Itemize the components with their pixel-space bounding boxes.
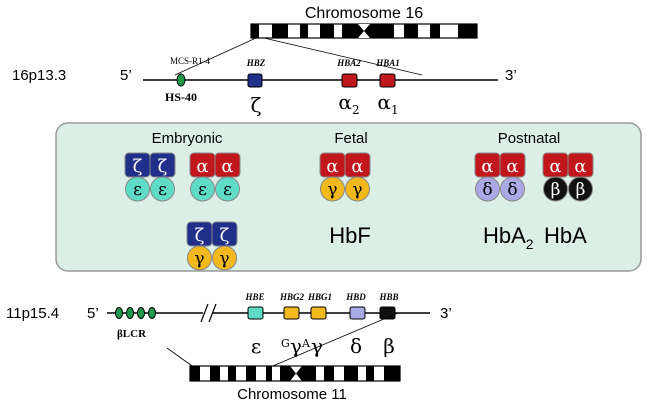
hemoglobin-hba-chains: α α β β xyxy=(542,152,594,202)
svg-text:δ: δ xyxy=(482,180,492,200)
svg-text:ε: ε xyxy=(133,180,142,200)
svg-text:α: α xyxy=(481,156,493,177)
chromosome-11-ideogram xyxy=(189,365,401,382)
delta-glyph: δ xyxy=(350,334,362,358)
hs40-element xyxy=(176,73,186,87)
stage-fetal: Fetal xyxy=(334,130,367,147)
g-gamma-glyph: γ xyxy=(290,334,302,358)
a-gamma-superscript: A xyxy=(301,337,311,350)
gene-label-hba2: HBA2 xyxy=(336,58,361,68)
gene-label-hbg1: HBG1 xyxy=(307,292,332,302)
svg-text:δ: δ xyxy=(507,180,517,200)
band-11p15-4: 11p15.4 xyxy=(6,305,59,322)
stage-embryonic: Embryonic xyxy=(152,130,223,147)
zoom-line-right xyxy=(263,37,423,76)
gene-hbe xyxy=(247,306,264,320)
hemoglobin-gower1: ζ ζ ε ε xyxy=(124,152,176,202)
gene-hbg1 xyxy=(310,306,327,320)
svg-text:ζ: ζ xyxy=(158,156,168,177)
a-gamma-glyph: γ xyxy=(311,334,323,358)
gene-label-hbb: HBB xyxy=(378,292,398,302)
hemoglobin-hba2-chains: α α δ δ xyxy=(474,152,526,202)
mcs-r1-4-label: MCS-R1-4 xyxy=(170,56,211,66)
chr11-three-prime: 3’ xyxy=(440,305,452,322)
gene-label-hbd: HBD xyxy=(345,292,366,302)
epsilon-glyph: ε xyxy=(251,334,261,358)
chromosome-11-title: Chromosome 11 xyxy=(237,386,347,403)
chromosome-16-ideogram xyxy=(250,23,478,39)
zoom-line-left-11 xyxy=(166,347,196,369)
break-mark-left xyxy=(200,303,209,323)
svg-text:α: α xyxy=(326,156,338,177)
svg-text:γ: γ xyxy=(219,249,229,269)
svg-text:ζ: ζ xyxy=(220,225,230,246)
gene-hba1 xyxy=(379,73,396,88)
hemoglobin-portland: ζ ζ γ γ xyxy=(186,221,238,271)
alpha2-glyph: α2 xyxy=(338,90,359,117)
band-16p13-3: 16p13.3 xyxy=(12,67,66,84)
beta-glyph: β xyxy=(383,334,395,358)
beta-lcr-label: βLCR xyxy=(117,328,147,340)
svg-text:ζ: ζ xyxy=(133,156,143,177)
hba2-label: HbA2 xyxy=(483,223,534,252)
zoom-line-left xyxy=(174,37,257,76)
svg-text:γ: γ xyxy=(327,180,337,200)
svg-text:α: α xyxy=(196,156,208,177)
gene-label-hbz: HBZ xyxy=(246,58,266,68)
svg-text:γ: γ xyxy=(352,180,362,200)
gene-label-hbe: HBE xyxy=(244,292,264,302)
gene-label-hbg2: HBG2 xyxy=(279,292,305,302)
svg-text:α: α xyxy=(549,156,561,177)
svg-text:β: β xyxy=(551,180,561,200)
chr16-three-prime: 3’ xyxy=(505,67,517,84)
svg-text:ε: ε xyxy=(158,180,167,200)
svg-text:α: α xyxy=(351,156,363,177)
beta-lcr-elements xyxy=(115,307,156,319)
chromosome-16-title: Chromosome 16 xyxy=(305,5,423,22)
svg-text:ζ: ζ xyxy=(195,225,205,246)
break-mark-right xyxy=(208,303,217,323)
hs40-label: HS-40 xyxy=(165,90,197,104)
gene-hbz xyxy=(247,73,263,88)
svg-text:α: α xyxy=(574,156,586,177)
chr11-five-prime: 5’ xyxy=(87,305,99,322)
hemoglobin-hbf-chains: α α γ γ xyxy=(319,152,371,202)
hba-label: HbA xyxy=(544,223,587,248)
gene-hbd xyxy=(349,306,366,320)
gene-hbg2 xyxy=(283,306,300,320)
zoom-line-right-11 xyxy=(267,312,399,369)
zeta-glyph: ζ xyxy=(251,93,262,117)
chr16-five-prime: 5’ xyxy=(120,67,132,84)
hbf-label: HbF xyxy=(329,223,371,248)
stage-postnatal: Postnatal xyxy=(498,130,561,147)
svg-text:α: α xyxy=(221,156,233,177)
svg-text:ε: ε xyxy=(223,180,232,200)
hemoglobin-gower2: α α ε ε xyxy=(189,152,241,202)
gene-label-hba1: HBA1 xyxy=(375,58,400,68)
svg-text:α: α xyxy=(506,156,518,177)
svg-text:β: β xyxy=(576,180,586,200)
gene-hba2 xyxy=(341,73,358,88)
svg-text:γ: γ xyxy=(194,249,204,269)
alpha1-glyph: α1 xyxy=(377,90,398,117)
svg-text:ε: ε xyxy=(198,180,207,200)
g-gamma-superscript: G xyxy=(281,337,290,350)
